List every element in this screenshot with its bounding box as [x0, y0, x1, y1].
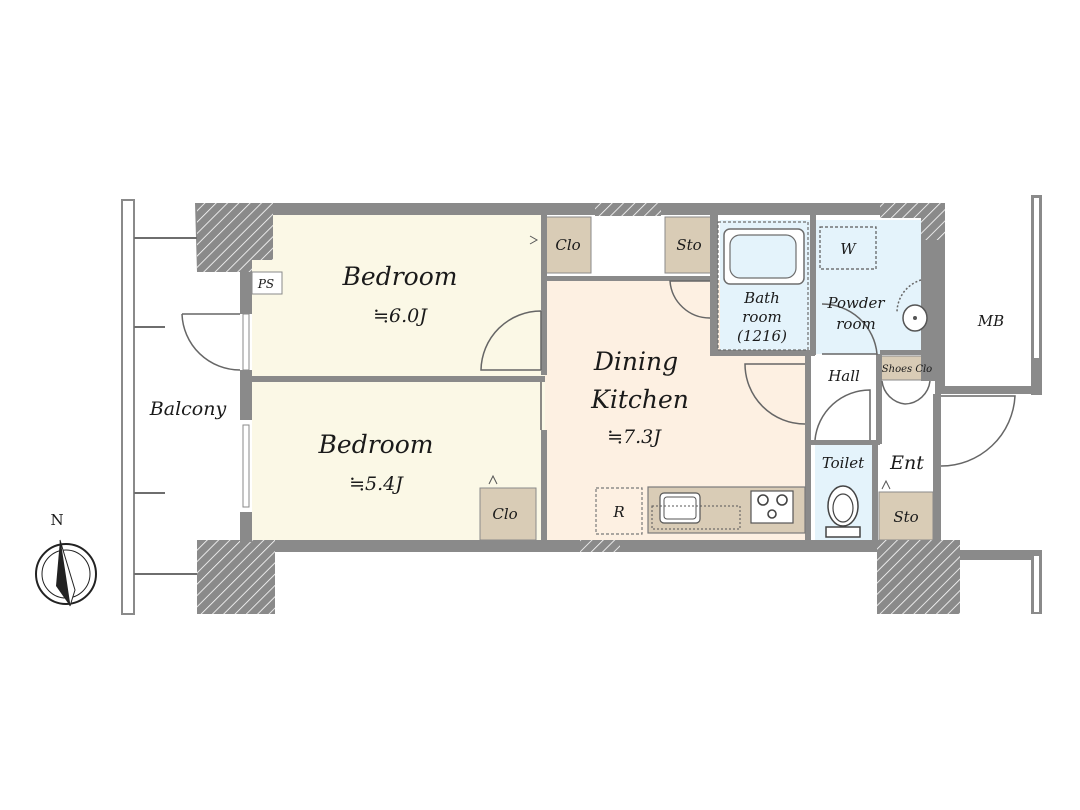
dining-west-wall-bottom	[541, 430, 547, 540]
closet-1-marker	[529, 235, 539, 245]
closet-1	[544, 216, 592, 274]
bathtub-basin	[729, 234, 797, 279]
powder-label-1: Powder	[826, 294, 885, 312]
entrance-wall	[933, 394, 941, 540]
washer-space	[819, 226, 877, 270]
toilet-bowl	[827, 485, 859, 527]
bath-unit-outline	[717, 221, 809, 351]
bedroom-2-size: ≒5.4J	[349, 473, 404, 495]
bedroom-2-label: Bedroom	[318, 430, 434, 459]
powder-swing	[896, 279, 922, 313]
dining-east-wall	[805, 356, 811, 540]
counter-dashes	[651, 505, 741, 530]
top-left-column	[197, 203, 273, 272]
storage-2	[878, 491, 934, 541]
kitchen-sink-basin	[663, 496, 697, 520]
dining-west-wall-top	[541, 215, 547, 375]
left-wall-top	[240, 272, 252, 314]
bedroom-partition	[252, 376, 545, 382]
closet-1-label: Clo	[555, 236, 580, 254]
storage-door	[669, 280, 711, 319]
shoes-closet-label: Shoes Clo	[882, 364, 932, 375]
balcony-door	[181, 313, 241, 371]
storage-1	[664, 216, 712, 274]
powder-south-wall	[880, 350, 921, 355]
ps-duct	[251, 271, 283, 295]
toilet-tank	[825, 526, 861, 538]
powder-drain	[913, 316, 917, 320]
hall-floor	[810, 354, 880, 444]
left-wall-mid	[240, 370, 252, 420]
window-sash-2	[242, 313, 250, 371]
bath-label-1: Bath	[743, 289, 780, 307]
ps-label: PS	[257, 277, 274, 291]
compass-north-label: N	[50, 511, 63, 529]
bath-label-2: room	[742, 308, 781, 326]
dining-door	[744, 363, 806, 425]
bedroom-1-floor	[252, 213, 545, 376]
left-wall-bottom	[240, 512, 252, 542]
burner-1	[757, 494, 769, 506]
dining-label: Dining	[593, 347, 678, 376]
bedroom-1-door	[480, 310, 542, 371]
storage-1-label: Sto	[676, 236, 701, 254]
powder-label-2: room	[836, 315, 875, 333]
mb-label: MB	[977, 312, 1004, 330]
top-hatch-1	[595, 203, 661, 216]
hall-east-wall	[876, 354, 882, 444]
bottom-hatch	[580, 540, 620, 552]
bath-label-3: (1216)	[737, 327, 787, 345]
storage-2-marker	[881, 479, 891, 490]
bedroom-1-label: Bedroom	[342, 262, 458, 291]
bedroom-1-size: ≒6.0J	[373, 305, 428, 327]
powder-door	[821, 303, 878, 355]
toilet-north-wall	[810, 440, 880, 445]
top-right-column	[880, 203, 945, 240]
kitchen-label: Kitchen	[590, 385, 689, 414]
shoes-closet-door	[881, 380, 931, 405]
window-sash-1	[242, 424, 250, 508]
toilet-east-wall	[872, 445, 878, 540]
balcony-label: Balcony	[149, 398, 227, 420]
dining-north-wall	[545, 276, 710, 281]
bottom-right-column	[877, 540, 960, 614]
closet-2-marker	[488, 474, 498, 485]
storage-2-label: Sto	[893, 508, 918, 526]
bath-west-wall	[710, 215, 718, 355]
fridge-space	[595, 487, 643, 535]
toilet-label: Toilet	[822, 454, 865, 472]
entrance-label: Ent	[889, 452, 924, 474]
fridge-label: R	[612, 503, 624, 521]
hall-label: Hall	[827, 367, 860, 385]
burner-3	[767, 509, 777, 519]
burner-2	[776, 494, 788, 506]
bottom-right-window	[1034, 556, 1039, 612]
kitchen-sink	[659, 492, 701, 524]
closet-2	[479, 487, 537, 541]
bath-powder-wall	[810, 215, 816, 355]
bath-south-wall	[710, 350, 815, 356]
balcony-rail	[121, 199, 135, 615]
closet-2-label: Clo	[492, 505, 517, 523]
bottom-left-column	[197, 540, 275, 614]
washer-label: W	[840, 240, 857, 258]
toilet-door	[814, 389, 871, 441]
dining-size: ≒7.3J	[607, 426, 662, 448]
toilet-seat	[832, 493, 854, 523]
entrance-door	[940, 395, 1016, 467]
right-jamb-window	[1034, 198, 1039, 358]
compass	[35, 539, 97, 607]
